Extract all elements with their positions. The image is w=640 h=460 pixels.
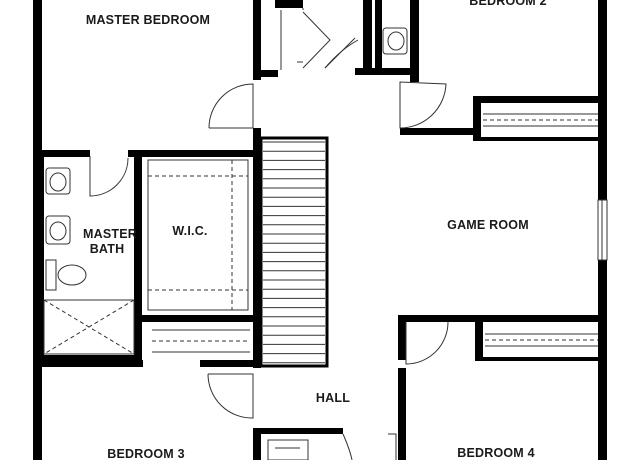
wall-bed3-top-left [33, 360, 143, 367]
wall-closet-bottom-right [355, 68, 375, 75]
wall-bed3-closet-top [253, 428, 343, 434]
wall-bath2-bottom [375, 68, 413, 75]
label-master-bath-line2: BATH [90, 242, 125, 256]
sink-3 [382, 27, 408, 55]
label-hall: HALL [316, 391, 350, 405]
wall-master-right-lower [253, 128, 261, 368]
label-wic: W.I.C. [172, 224, 207, 238]
shower [43, 299, 135, 355]
wall-bed2-bottom [400, 128, 478, 135]
room-labels: MASTER BEDROOM BEDROOM 2 W.I.C. MASTER B… [83, 0, 547, 460]
label-bedroom-2: BEDROOM 2 [469, 0, 547, 8]
wall-bed4-left-lower [398, 368, 406, 460]
wall-closet-top [275, 0, 303, 8]
wall-bath2-left [375, 0, 382, 72]
wall-bed4-left [398, 315, 406, 360]
wall-bed4-top [398, 315, 480, 322]
toilet-bowl [57, 264, 87, 286]
wall-closet-left [253, 0, 261, 80]
wall-bed2-closet-bottom [473, 137, 607, 141]
wall-master-bottom-left [33, 150, 90, 157]
wall-master-bottom-right [128, 150, 261, 157]
wall-bed2-closet-left [473, 96, 481, 138]
wall-bed3-top-right [200, 360, 261, 367]
label-master-bath-line1: MASTER [83, 227, 137, 241]
wall-bed4-closet-top [475, 315, 607, 322]
wall-wic-bottom [134, 315, 261, 322]
wall-left-exterior [33, 0, 42, 460]
wall-bath2-right [410, 0, 419, 82]
label-bedroom-4: BEDROOM 4 [457, 446, 535, 460]
wall-closet-right-stub [363, 0, 372, 75]
wall-bed2-closet-top [473, 96, 607, 103]
thin-lines [43, 8, 608, 460]
toilet-tank [45, 259, 57, 291]
staircase [259, 136, 329, 368]
wall-closet-bottom [253, 70, 278, 77]
wall-bed3-right [253, 430, 261, 460]
wall-bath-left [38, 150, 44, 360]
wall-bath-bottom [38, 355, 142, 362]
sink-1 [45, 167, 71, 195]
label-game-room: GAME ROOM [447, 218, 529, 232]
label-bedroom-3: BEDROOM 3 [107, 447, 185, 460]
wall-bed4-closet-bottom [475, 357, 607, 361]
wall-bath-wic [134, 150, 142, 360]
sink-2 [45, 215, 71, 245]
wall-bed4-closet-left [475, 315, 483, 359]
label-master-bedroom: MASTER BEDROOM [86, 13, 210, 27]
